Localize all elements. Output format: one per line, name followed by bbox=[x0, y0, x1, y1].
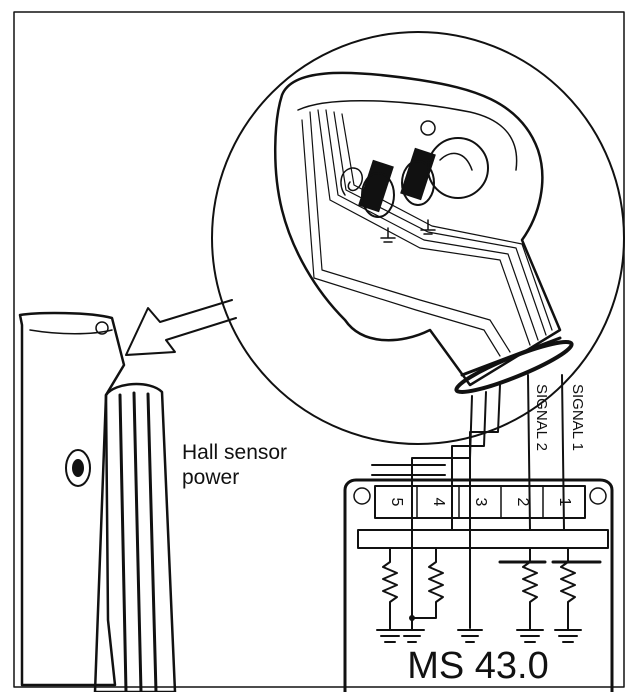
signal-1-label: SIGNAL 1 bbox=[569, 384, 586, 451]
hall-chip-2 bbox=[400, 147, 436, 201]
diagram-frame bbox=[13, 11, 625, 688]
magnifier-circle bbox=[211, 31, 625, 445]
hall-chip-1 bbox=[358, 159, 394, 213]
connector-bar bbox=[357, 529, 609, 549]
accelerator-pedal bbox=[18, 311, 177, 692]
sensor-housing bbox=[273, 71, 574, 395]
pin-label-1: 1 bbox=[556, 498, 573, 507]
resistor-2 bbox=[411, 547, 444, 619]
pin-label-3: 3 bbox=[472, 498, 489, 507]
power-label: power bbox=[182, 466, 239, 489]
pedal-mount-hole bbox=[95, 321, 109, 335]
rotor-disc bbox=[427, 137, 489, 199]
resistor-4 bbox=[554, 547, 582, 643]
signal-2-label: SIGNAL 2 bbox=[533, 384, 550, 451]
pedal-pad bbox=[93, 382, 177, 692]
spiral-spring-icon bbox=[340, 167, 363, 196]
pivot-bolt bbox=[65, 449, 91, 487]
callout-arrow bbox=[125, 299, 237, 356]
hall-sensor-label: Hall sensor bbox=[182, 441, 287, 464]
resistor-3 bbox=[516, 547, 544, 643]
pin-header bbox=[374, 485, 586, 519]
module-label: MS 43.0 bbox=[407, 645, 549, 687]
pin-label-5: 5 bbox=[388, 498, 405, 507]
ecu-module: 5 4 3 2 1 MS 43.0 bbox=[343, 478, 614, 692]
pin-label-4: 4 bbox=[430, 498, 447, 507]
magnet-2 bbox=[401, 160, 435, 206]
magnet-1 bbox=[361, 172, 395, 218]
connector-end bbox=[454, 339, 574, 395]
mount-hole bbox=[420, 120, 436, 136]
resistor-1 bbox=[376, 547, 404, 643]
ground-symbol-5 bbox=[399, 629, 425, 643]
ground-symbol-3 bbox=[457, 629, 483, 643]
pin-label-2: 2 bbox=[514, 498, 531, 507]
